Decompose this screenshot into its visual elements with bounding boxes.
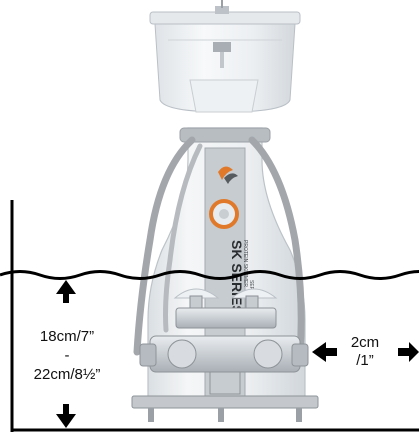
collection-cup — [149, 0, 301, 113]
arrow-down-icon — [56, 404, 76, 428]
arrow-right-icon — [398, 342, 419, 362]
arrow-up-icon — [56, 280, 76, 303]
wall-clearance-value-label: 2cm — [350, 334, 380, 351]
arrow-left-icon — [312, 342, 337, 362]
pump-assembly — [139, 288, 309, 395]
water-depth-max-label: 22cm/8½” — [33, 366, 101, 383]
water-depth-separator: - — [64, 347, 70, 364]
orange-logo-icon — [218, 166, 238, 184]
left-inner-tube — [163, 143, 203, 333]
right-outer-tube — [248, 136, 305, 356]
left-outer-tube — [133, 136, 196, 356]
water-line — [0, 270, 419, 280]
base-plate — [131, 395, 319, 422]
gas-valve-knob — [209, 199, 239, 229]
sub-name-label: PROTEIN SKIMMER — [242, 240, 248, 287]
collar-plate — [179, 127, 271, 143]
wall-clearance-imperial-label: /1” — [356, 352, 374, 369]
water-depth-min-label: 18cm/7” — [39, 328, 95, 345]
